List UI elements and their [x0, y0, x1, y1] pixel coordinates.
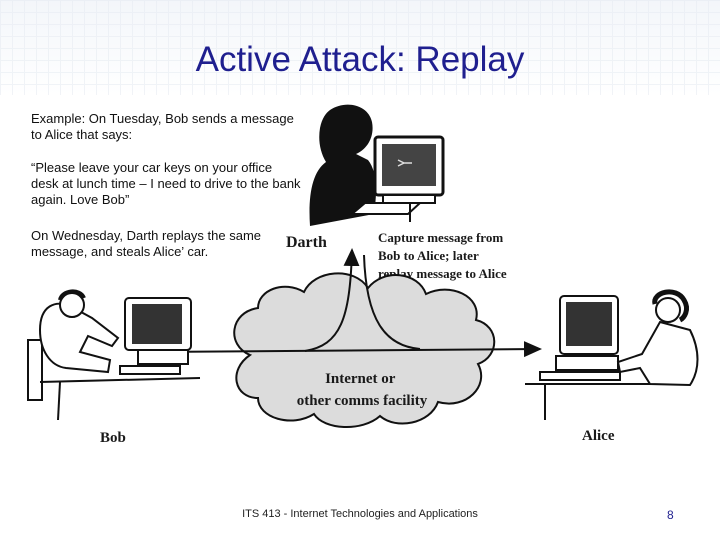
- bob-label: Bob: [100, 430, 126, 446]
- bob-figure: [27, 289, 201, 421]
- darth-label: Darth: [286, 234, 327, 251]
- alice-figure: [525, 289, 699, 420]
- example-paragraph: Example: On Tuesday, Bob sends a message…: [31, 111, 294, 142]
- page-number: 8: [667, 508, 674, 522]
- slide-title: Active Attack: Replay: [195, 40, 525, 79]
- replay-arrow: [363, 254, 421, 350]
- footer-text: ITS 413 - Internet Technologies and Appl…: [242, 508, 478, 520]
- darth-caption-line: Capture message from: [378, 230, 503, 245]
- quoted-message-paragraph: “Please leave your car keys on your offi…: [31, 160, 301, 207]
- title-background-grid: [0, 0, 720, 95]
- alice-label: Alice: [582, 428, 615, 444]
- darth-caption-line: Bob to Alice; later: [378, 248, 479, 263]
- cloud-label: Internet or other comms facility: [297, 371, 428, 409]
- replay-paragraph: On Wednesday, Darth replays the same mes…: [31, 228, 262, 259]
- capture-arrow: [304, 248, 360, 352]
- bob-to-alice-arrow: [149, 341, 542, 358]
- cloud-label-line: Internet or: [325, 371, 396, 387]
- darth-caption: Capture message from Bob to Alice; later…: [378, 230, 507, 281]
- darth-figure: [309, 104, 445, 226]
- cloud-label-line: other comms facility: [297, 393, 428, 409]
